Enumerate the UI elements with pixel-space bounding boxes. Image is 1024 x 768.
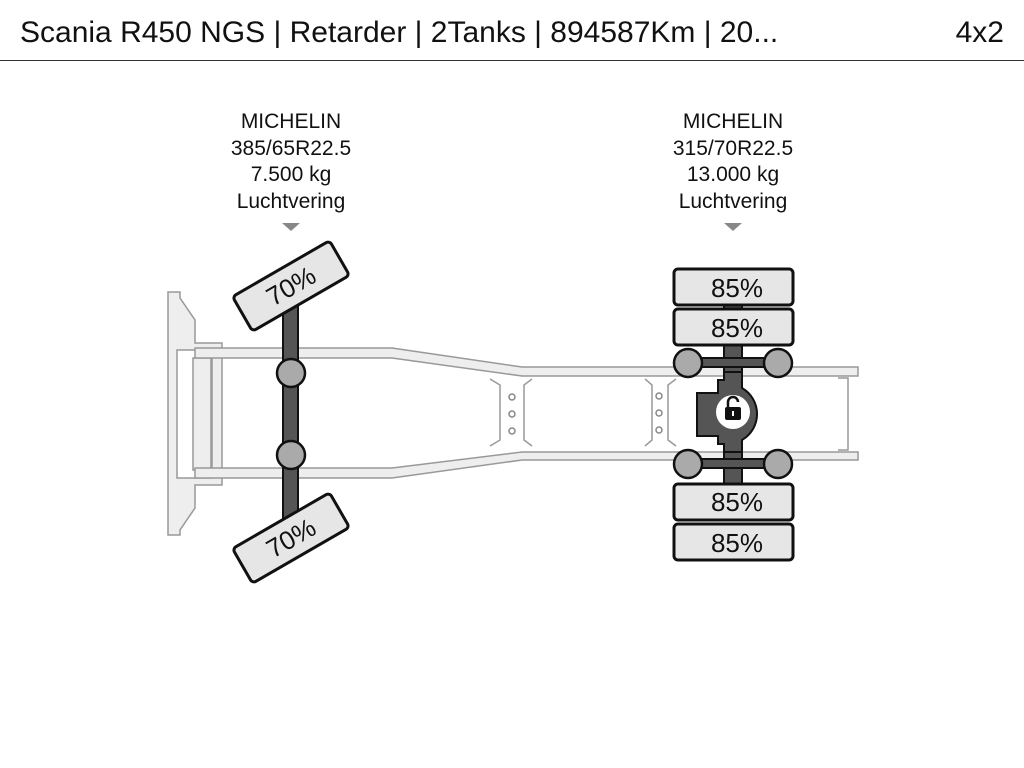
- hub: [762, 347, 794, 379]
- header: Scania R450 NGS | Retarder | 2Tanks | 89…: [0, 0, 1024, 61]
- rear-axle: 85% 85% 85% 85%: [672, 267, 795, 562]
- vehicle-title: Scania R450 NGS | Retarder | 2Tanks | 89…: [20, 16, 779, 49]
- axle-configuration: 4x2: [955, 16, 1004, 49]
- hub: [672, 448, 704, 480]
- tire-rear-right-outer[interactable]: 85%: [672, 522, 795, 562]
- axle-load: 13.000 kg: [686, 163, 780, 186]
- svg-text:85%: 85%: [711, 487, 763, 517]
- rear-cross-member: [838, 377, 849, 451]
- tire-brand: MICHELIN: [682, 110, 784, 133]
- tire-rear-right-inner[interactable]: 85%: [672, 482, 795, 522]
- front-axle-info: MICHELIN 385/65R22.5 7.500 kg Luchtverin…: [181, 109, 401, 215]
- tire-brand: MICHELIN: [240, 110, 342, 133]
- tire-size: 385/65R22.5: [230, 136, 352, 160]
- hub: [275, 439, 307, 471]
- suspension-type: Luchtvering: [236, 189, 346, 213]
- suspension-type: Luchtvering: [678, 189, 788, 213]
- rear-axle-info: MICHELIN 315/70R22.5 13.000 kg Luchtveri…: [623, 109, 843, 215]
- tire-rear-left-inner[interactable]: 85%: [672, 307, 795, 347]
- svg-text:85%: 85%: [711, 273, 763, 303]
- front-axle: 70% 70%: [232, 240, 350, 584]
- svg-text:85%: 85%: [711, 313, 763, 343]
- tire-size: 315/70R22.5: [672, 136, 794, 160]
- hub: [672, 347, 704, 379]
- unlocked-padlock-icon: [716, 395, 750, 429]
- rear-axle-marker-icon: [724, 223, 742, 231]
- hub: [275, 357, 307, 389]
- cross-member: [489, 378, 533, 447]
- cross-member: [644, 378, 677, 447]
- tire-rear-left-outer[interactable]: 85%: [672, 267, 795, 307]
- axle-load: 7.500 kg: [250, 163, 332, 186]
- hub: [762, 448, 794, 480]
- svg-text:85%: 85%: [711, 528, 763, 558]
- front-axle-marker-icon: [282, 223, 300, 231]
